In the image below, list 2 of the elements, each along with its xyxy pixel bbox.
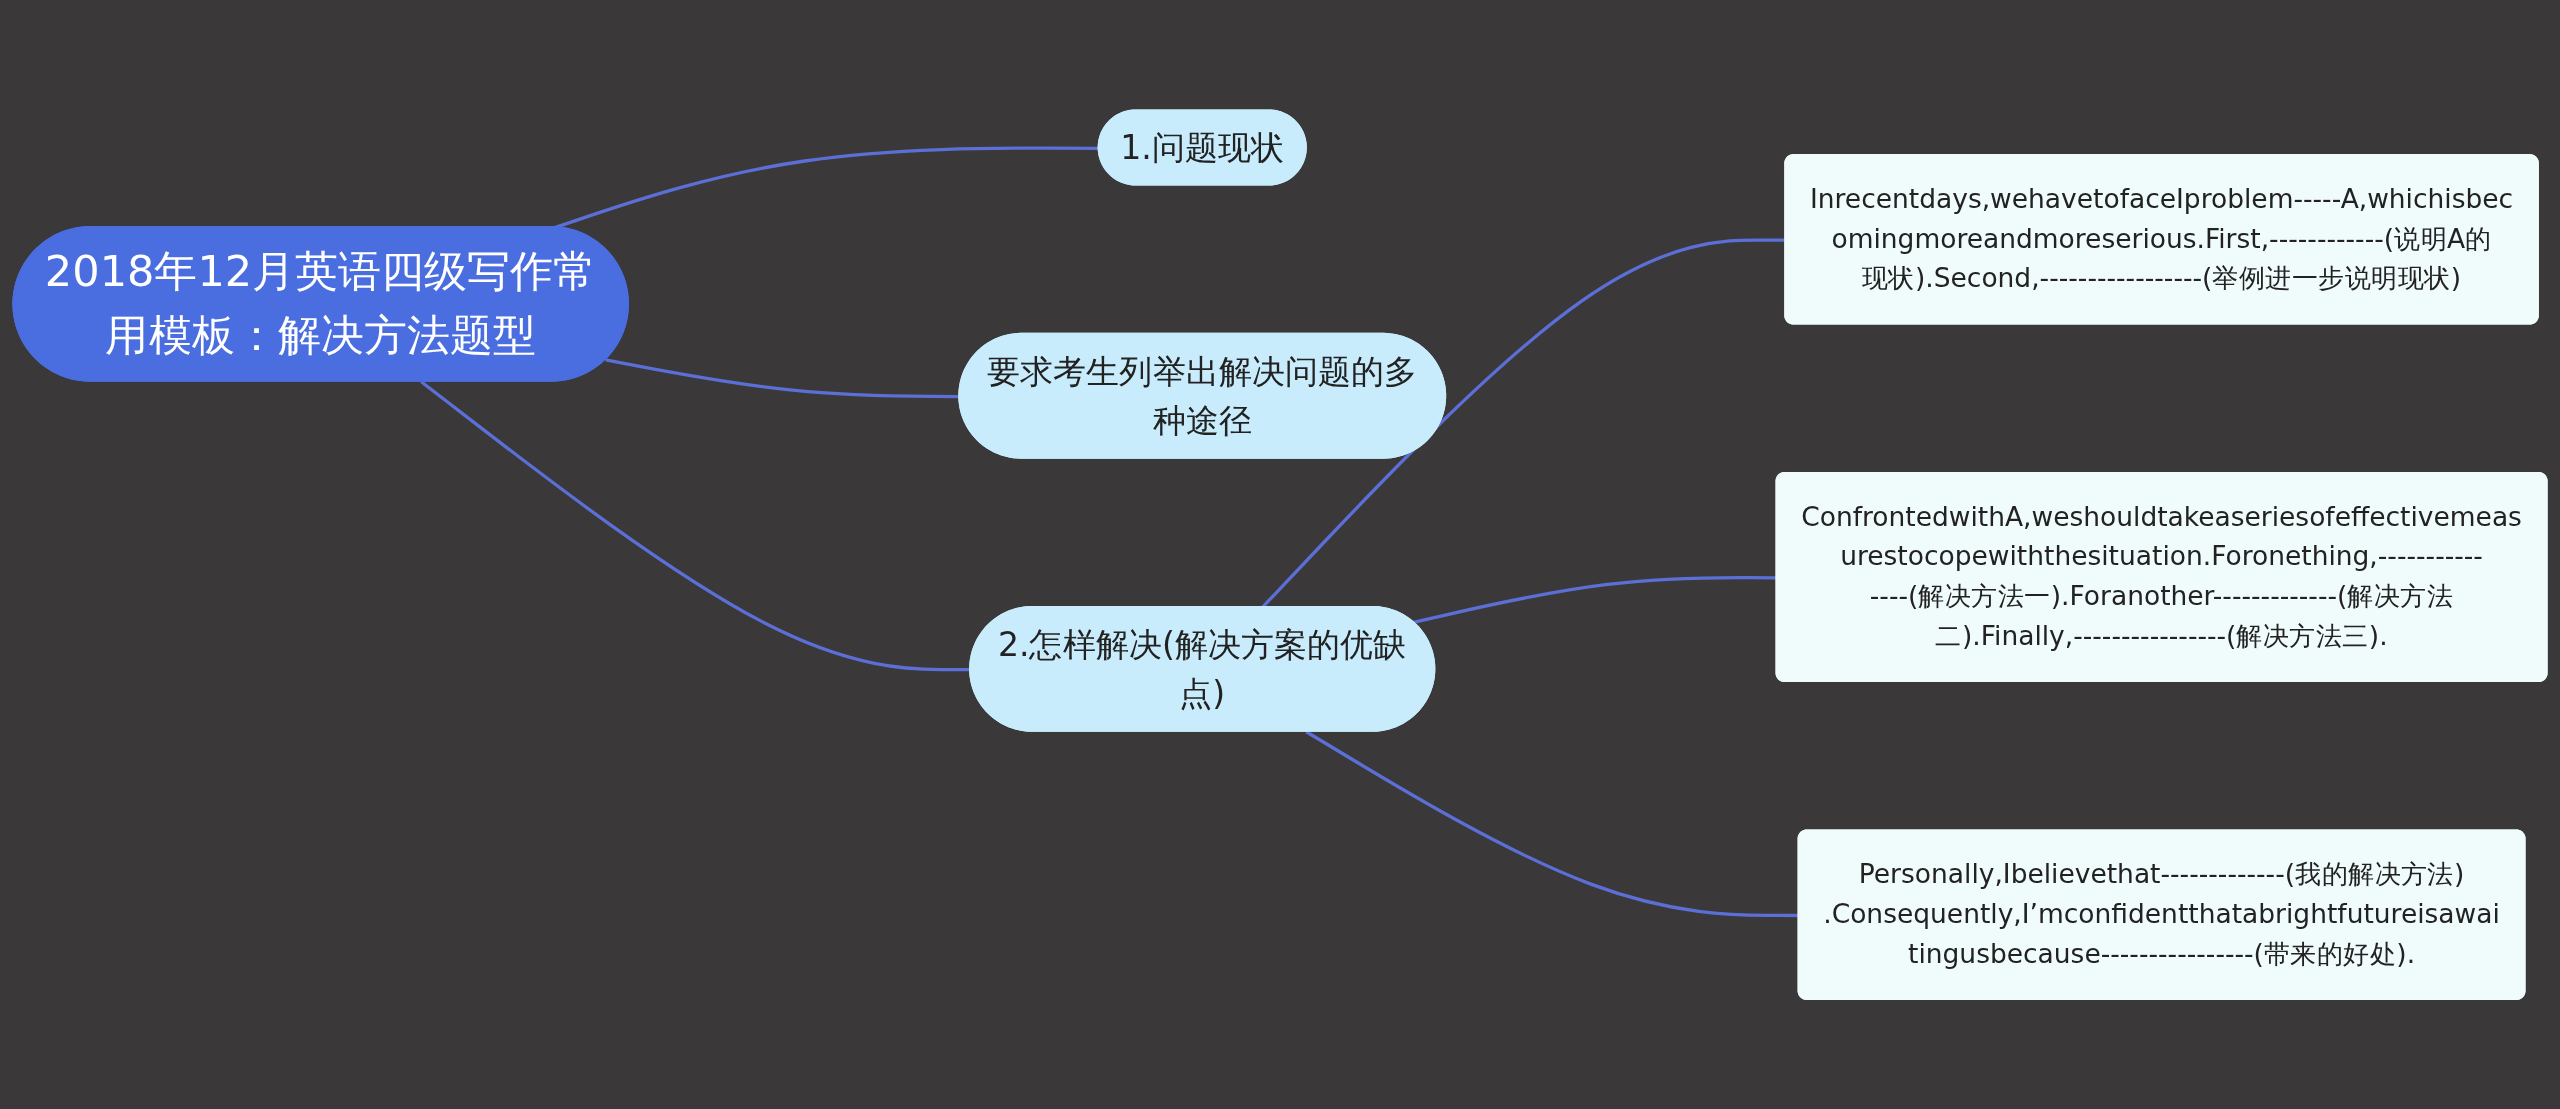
- connector: [420, 380, 971, 672]
- connector: [605, 358, 960, 399]
